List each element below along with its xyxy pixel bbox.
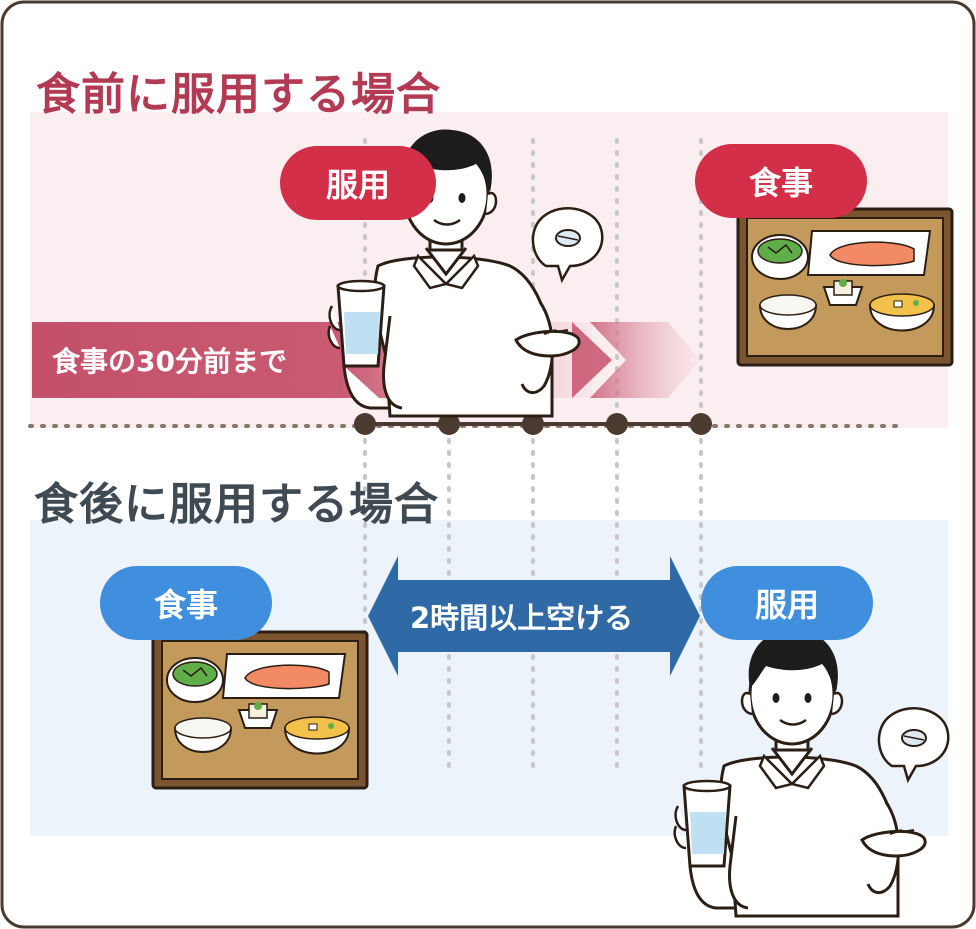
before-section-title: 食前に服用する場合: [36, 69, 441, 120]
time-guide-lines: [363, 138, 703, 772]
after-section-title: 食後に服用する場合: [34, 479, 439, 530]
after-take-label: 服用: [701, 566, 873, 640]
meal-tray-icon: [736, 207, 954, 367]
after-band-arrow: [368, 556, 700, 676]
before-band-chevron-2: [590, 322, 700, 398]
before-take-label: 服用: [280, 146, 436, 220]
before-band-label: 食事の30分前まで: [52, 345, 287, 378]
before-meal-label: 食事: [695, 144, 867, 218]
meal-tray-icon: [151, 630, 369, 790]
before-band-chevron-1: [572, 322, 612, 398]
timeline-dots: [354, 413, 712, 435]
after-band-label: 2時間以上空ける: [410, 601, 634, 635]
after-meal-label: 食事: [100, 566, 272, 640]
